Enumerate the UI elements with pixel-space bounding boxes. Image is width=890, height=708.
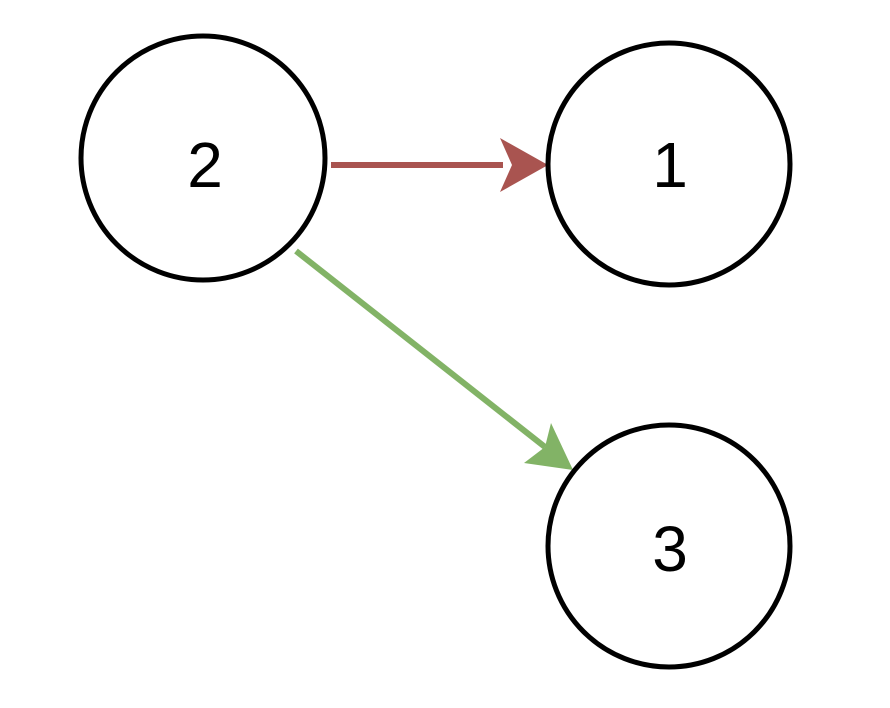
node-2-label: 2: [187, 129, 223, 201]
edge-2-to-3-arrowhead: [524, 423, 573, 470]
node-2-circle: [78, 33, 328, 283]
edge-2-to-3-line: [294, 248, 547, 450]
node-3-circle: [545, 422, 793, 670]
edge-2-to-1[interactable]: [331, 138, 548, 192]
node-1-circle: [545, 40, 793, 288]
node-1-label: 1: [652, 129, 688, 201]
node-2[interactable]: 2: [78, 33, 328, 283]
node-3-label: 3: [652, 513, 688, 585]
node-1[interactable]: 1: [545, 40, 793, 288]
edge-2-to-1-arrowhead: [500, 138, 548, 192]
node-3[interactable]: 3: [545, 422, 793, 670]
edge-2-to-3[interactable]: [294, 248, 573, 470]
